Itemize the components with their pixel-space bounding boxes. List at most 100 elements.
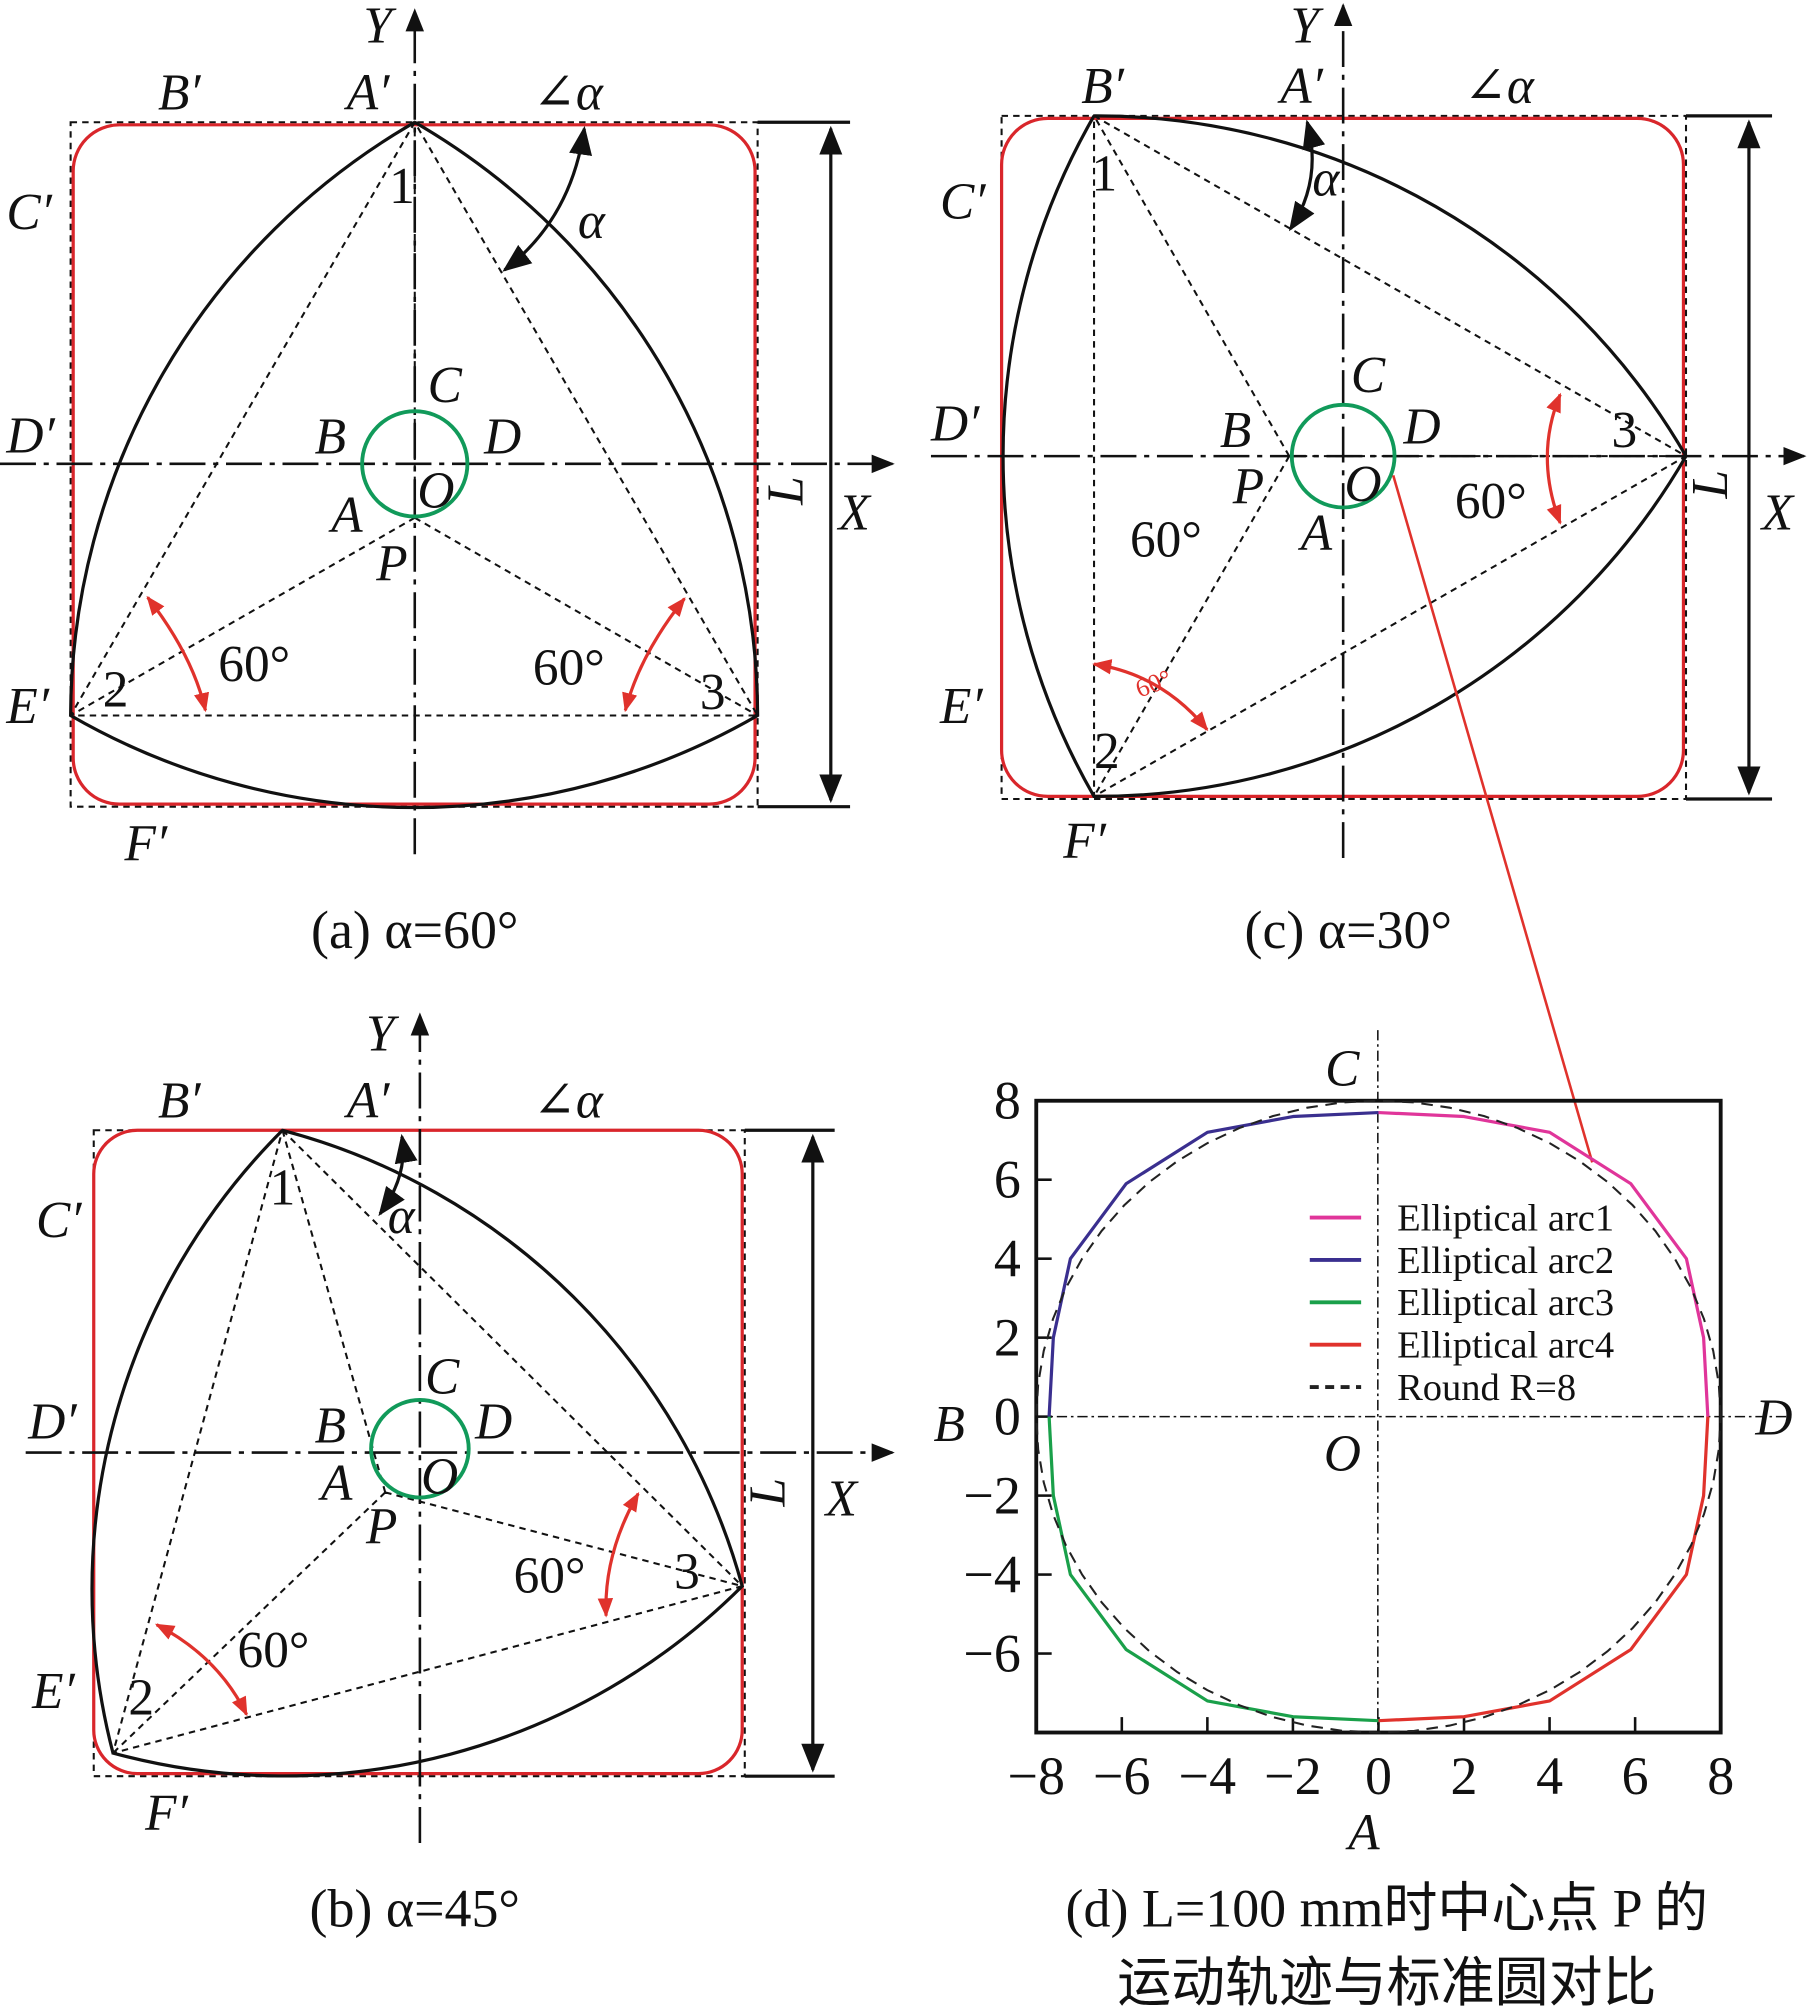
series-elliptical-arc3	[1047, 1416, 1379, 1723]
x-tick-label: 2	[1451, 1746, 1478, 1806]
label-vertex-3: 3	[700, 664, 726, 721]
alpha-arrow	[1288, 119, 1326, 232]
center-trajectory	[1289, 402, 1397, 510]
dimension-ext	[744, 1128, 835, 1778]
label-d: D	[1403, 398, 1441, 455]
label-vertex-3: 3	[674, 1544, 700, 1601]
x-tick-label: 8	[1707, 1746, 1734, 1806]
center-trajectory	[369, 1398, 471, 1500]
y-tick-label: −2	[963, 1466, 1020, 1526]
label-p: P	[1232, 459, 1264, 516]
x-tick-label: −4	[1179, 1746, 1236, 1806]
label-alpha: α	[1312, 150, 1340, 207]
label-vertex-1: 1	[389, 158, 415, 215]
label-c-prime: C′	[940, 174, 986, 231]
label-d-prime: D′	[930, 396, 980, 453]
label-angle-small: 60°	[1132, 664, 1176, 704]
y-tick-label: 0	[994, 1387, 1021, 1447]
reuleaux-triangle	[1001, 114, 1688, 799]
label-vertex-3: 3	[1612, 402, 1638, 459]
label-y: Y	[1291, 0, 1325, 55]
label-vertex-1: 1	[270, 1160, 296, 1217]
label-c-prime: C′	[36, 1192, 82, 1249]
caption-a: (a) α=60°	[311, 900, 518, 960]
label-angle-right: 60°	[533, 640, 605, 697]
label-e-prime: E′	[31, 1663, 75, 1720]
series-round-r8	[1035, 1099, 1722, 1734]
chart-label-o: O	[1324, 1426, 1361, 1483]
panel-b: Y X B′ A′ ∠α C′ D′ E′ F′ 1 2 3 α C B D A…	[25, 1006, 895, 1938]
x-tick-label: 6	[1622, 1746, 1649, 1806]
label-angle-left: 60°	[218, 636, 290, 693]
label-angle-left: 60°	[238, 1622, 310, 1679]
label-d-prime: D′	[5, 407, 55, 464]
legend-label: Elliptical arc3	[1397, 1282, 1614, 1324]
label-b-prime: B′	[158, 64, 201, 121]
label-l: L	[758, 476, 815, 506]
label-vertex-2: 2	[128, 1670, 154, 1727]
center-axes	[1036, 1030, 1792, 1733]
label-b: B	[315, 409, 346, 466]
angle-arrow-small	[1092, 659, 1209, 732]
chart-label-d: D	[1754, 1390, 1792, 1447]
label-y: Y	[363, 0, 397, 55]
x-tick-label: −6	[1093, 1746, 1150, 1806]
label-alpha: α	[578, 193, 606, 250]
label-b: B	[1220, 402, 1251, 459]
label-f-prime: F′	[124, 816, 168, 873]
chart-label-c: C	[1325, 1040, 1360, 1097]
label-x: X	[1760, 484, 1796, 541]
legend-label: Elliptical arc4	[1397, 1325, 1614, 1367]
label-e-prime: E′	[939, 678, 983, 735]
y-tick-label: 2	[994, 1308, 1021, 1368]
label-alpha: α	[388, 1188, 416, 1245]
angle-arrow-right	[597, 1492, 640, 1618]
label-x: X	[824, 1471, 860, 1528]
legend-label: Elliptical arc1	[1397, 1197, 1614, 1239]
construction-lines	[111, 1128, 745, 1755]
series-elliptical-arc1	[1378, 1110, 1710, 1417]
label-c: C	[1351, 347, 1386, 404]
label-p: P	[375, 536, 407, 593]
label-y: Y	[366, 1006, 400, 1063]
label-angle-alpha: ∠α	[1464, 58, 1535, 115]
y-tick-label: 6	[994, 1150, 1021, 1210]
label-c: C	[428, 357, 463, 414]
dimension-ext	[757, 120, 851, 809]
series-elliptical-arc4	[1378, 1416, 1710, 1723]
dimension-ext	[1686, 114, 1773, 801]
center-trajectory	[360, 409, 470, 519]
reuleaux-triangle	[90, 1128, 744, 1778]
y-tick-label: 4	[994, 1229, 1021, 1289]
caption-b: (b) α=45°	[310, 1878, 521, 1938]
label-d: D	[483, 409, 521, 466]
chart-label-b: B	[934, 1396, 965, 1453]
label-x: X	[837, 484, 873, 541]
caption-d-line1: (d) L=100 mm时中心点 P 的	[1066, 1878, 1709, 1938]
label-b-prime: B′	[158, 1072, 201, 1129]
label-angle-alpha: ∠α	[533, 1072, 604, 1129]
label-l: L	[740, 1478, 797, 1508]
x-tick-label: −2	[1264, 1746, 1321, 1806]
label-angle-alpha: ∠α	[533, 64, 604, 121]
chart-label-a: A	[1345, 1804, 1380, 1861]
label-a: A	[328, 487, 363, 544]
y-tick-label: −4	[963, 1545, 1020, 1605]
y-tick-label: 8	[994, 1071, 1021, 1131]
label-f-prime: F′	[1062, 813, 1106, 870]
label-angle-right: 60°	[514, 1548, 586, 1605]
label-b-prime: B′	[1081, 58, 1124, 115]
x-tick-label: −8	[1008, 1746, 1065, 1806]
legend-label: Elliptical arc2	[1397, 1240, 1614, 1282]
label-c-prime: C′	[6, 184, 52, 241]
label-b: B	[315, 1397, 346, 1454]
label-vertex-2: 2	[103, 662, 129, 719]
label-angle-left: 60°	[1130, 511, 1202, 568]
label-a: A	[1298, 505, 1333, 562]
label-a-prime: A′	[344, 1072, 390, 1129]
label-f-prime: F′	[144, 1785, 188, 1842]
zoom-connector-line	[1392, 475, 1594, 1163]
label-angle-right: 60°	[1455, 473, 1527, 530]
